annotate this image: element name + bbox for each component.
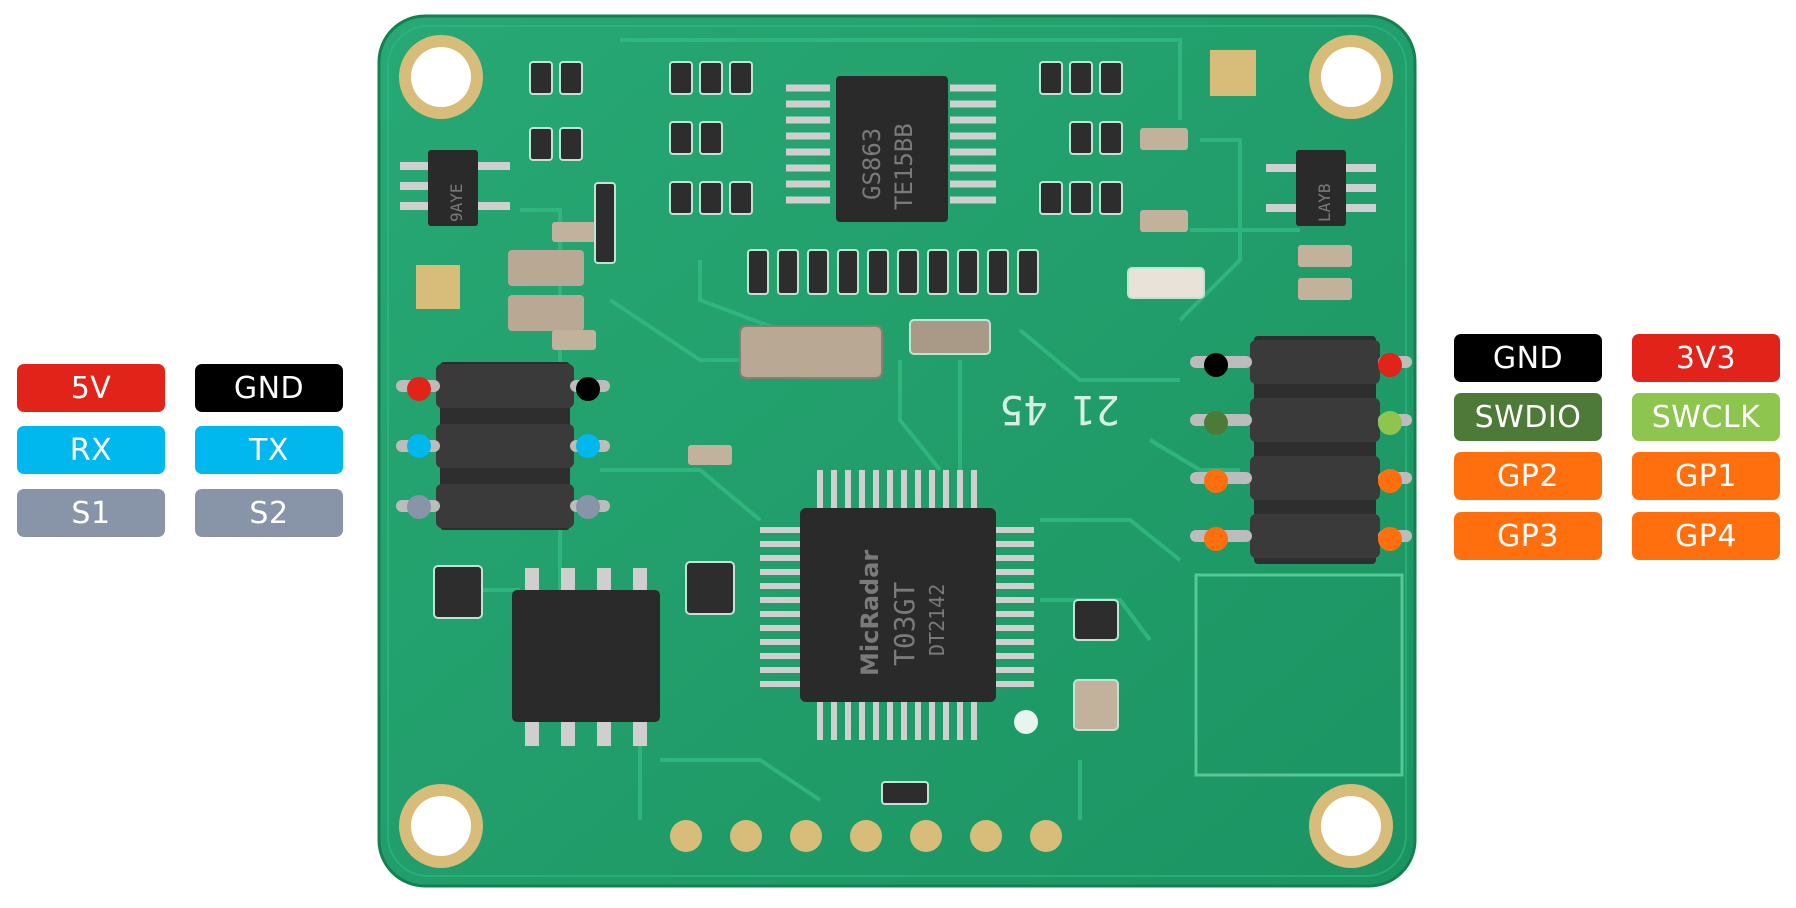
pin-label-gp2: GP2 [1454, 452, 1602, 500]
pin-label-5v: 5V [17, 364, 165, 412]
top-ic-marking-1: GS863 [858, 128, 886, 200]
main-ic-marking-2: T03GT [888, 582, 921, 666]
pin-label-swclk: SWCLK [1632, 393, 1780, 441]
main-ic-marking-3: DT2142 [925, 584, 949, 656]
top-ic-marking-2: TE15BB [890, 123, 918, 210]
pin-label-s1: S1 [17, 489, 165, 537]
pin-label-gp3: GP3 [1454, 512, 1602, 560]
pin-label-gnd-right: GND [1454, 334, 1602, 382]
right-sot-marking: LAYB [1315, 183, 1334, 222]
pin-label-s2: S2 [195, 489, 343, 537]
left-sot-marking: 9AYE [447, 183, 466, 222]
pin-label-swdio: SWDIO [1454, 393, 1602, 441]
board-code-silkscreen: 21 45 [1000, 386, 1120, 432]
pin-label-gnd-left: GND [195, 364, 343, 412]
main-ic-marking-1: MicRadar [856, 550, 884, 676]
pin-label-tx: TX [195, 426, 343, 474]
pin-label-3v3: 3V3 [1632, 334, 1780, 382]
pin-label-rx: RX [17, 426, 165, 474]
pin-label-gp1: GP1 [1632, 452, 1780, 500]
pin-label-gp4: GP4 [1632, 512, 1780, 560]
